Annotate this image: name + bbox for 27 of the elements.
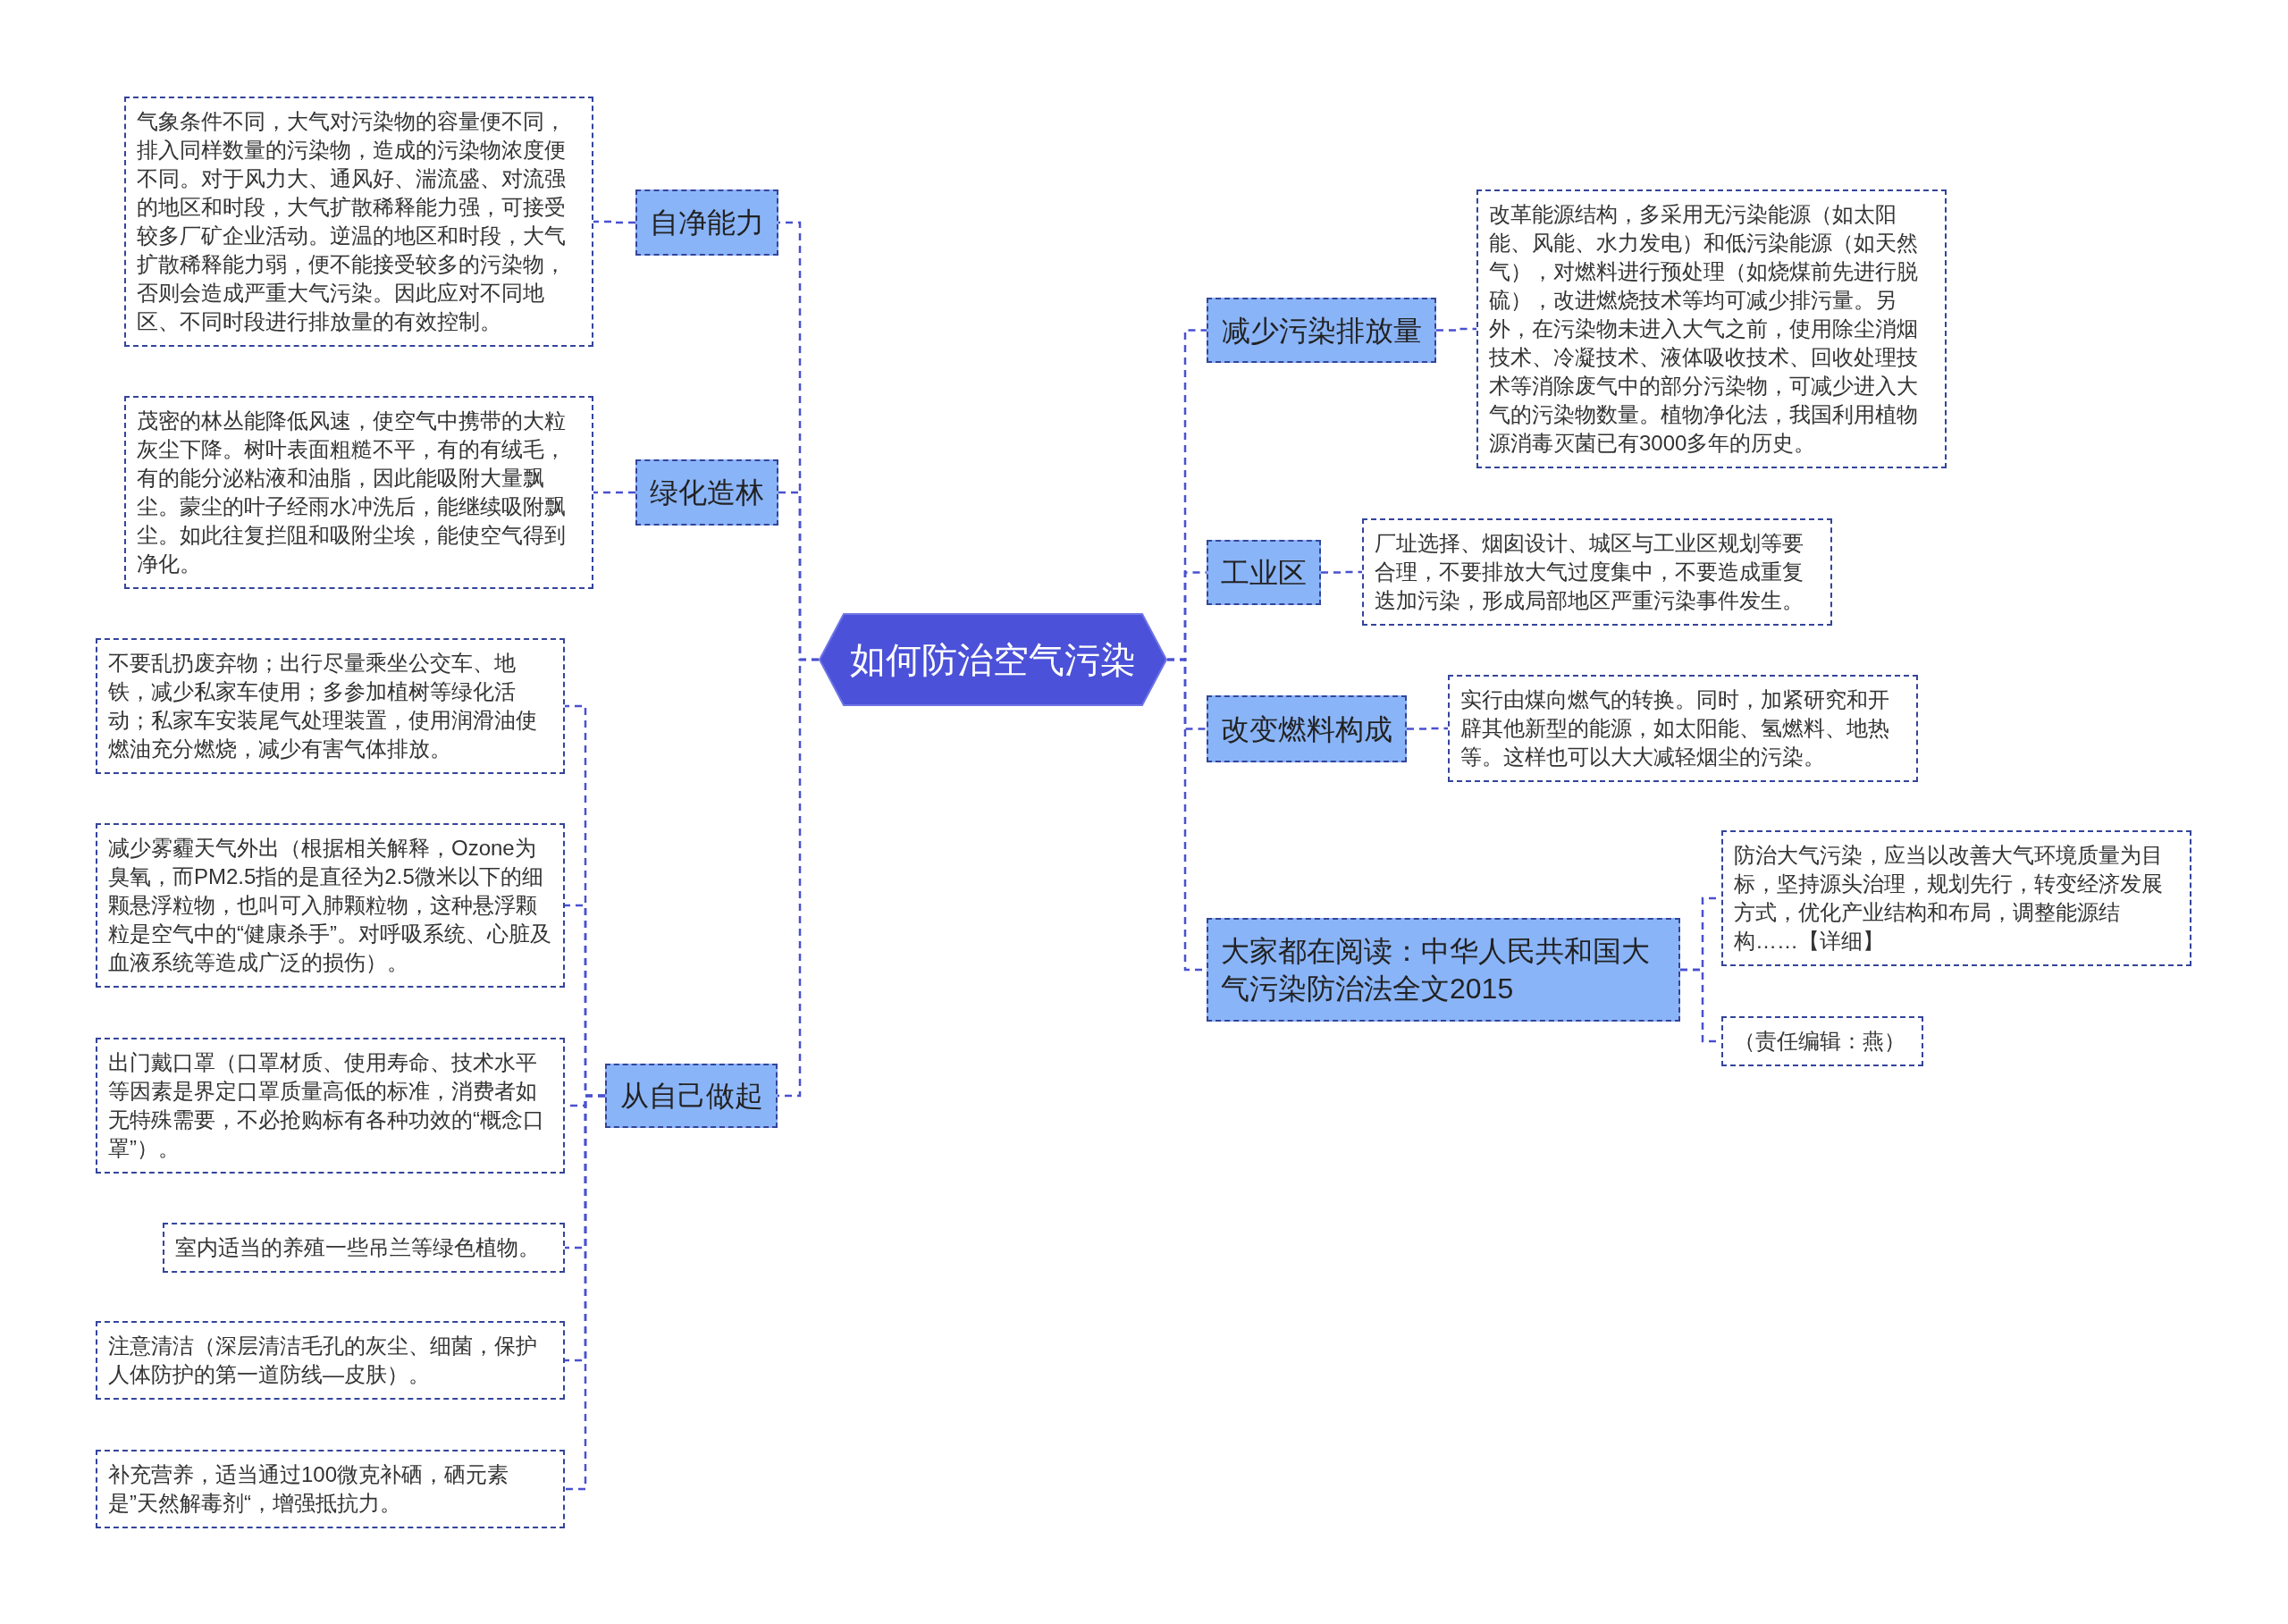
central-topic: 如何防治空气污染 <box>819 613 1167 706</box>
topic-node: 自净能力 <box>635 189 778 256</box>
topic-node: 从自己做起 <box>605 1064 778 1128</box>
topic-node: 改变燃料构成 <box>1207 695 1407 762</box>
note-card: 减少雾霾天气外出（根据相关解释，Ozone为臭氧，而PM2.5指的是直径为2.5微米以下的细颗悬浮粒物，也叫可入肺颗粒物，这种悬浮颗粒是空气中的“健康杀手”。对呼吸系统、心脏及血液系统等造成广泛的损伤）。 <box>96 823 565 988</box>
connector-line <box>1321 570 1362 574</box>
note-card: 实行由煤向燃气的转换。同时，加紧研究和开辟其他新型的能源，如太阳能、氢燃料、地热等。这样也可以大大减轻烟尘的污染。 <box>1448 675 1918 782</box>
topic-node: 绿化造林 <box>635 459 778 526</box>
note-card: 不要乱扔废弃物；出行尽量乘坐公交车、地铁，减少私家车使用；多参加植树等绿化活动；私家车安装尾气处理装置，使用润滑油使燃油充分燃烧，减少有害气体排放。 <box>96 638 565 774</box>
topic-node: 工业区 <box>1207 540 1321 605</box>
note-card: 茂密的林丛能降低风速，使空气中携带的大粒灰尘下降。树叶表面粗糙不平，有的有绒毛，有的能分泌粘液和油脂，因此能吸附大量飘尘。蒙尘的叶子经雨水冲洗后，能继续吸附飘尘。如此往复拦阻和吸附尘埃，能使空气得到净化。 <box>124 396 593 589</box>
note-card: 防治大气污染，应当以改善大气环境质量为目标，坚持源头治理，规划先行，转变经济发展方式，优化产业结构和布局，调整能源结构……【详细】 <box>1721 830 2191 966</box>
topic-node: 减少污染排放量 <box>1207 298 1436 363</box>
note-card: 厂址选择、烟囱设计、城区与工业区规划等要合理，不要排放大气过度集中，不要造成重复迭加污染，形成局部地区严重污染事件发生。 <box>1362 518 1832 626</box>
note-card: 出门戴口罩（口罩材质、使用寿命、技术水平等因素是界定口罩质量高低的标准，消费者如无特殊需要，不必抢购标有各种功效的“概念口罩”）。 <box>96 1038 565 1174</box>
note-card: 补充营养，适当通过100微克补硒，硒元素是”天然解毒剂“，增强抵抗力。 <box>96 1450 565 1528</box>
note-card: （责任编辑：燕） <box>1721 1016 1923 1066</box>
note-card: 室内适当的养殖一些吊兰等绿色植物。 <box>163 1223 565 1273</box>
connector-line <box>593 220 635 224</box>
connector-line <box>593 491 635 494</box>
connector-line <box>1407 727 1448 730</box>
note-card: 改革能源结构，多采用无污染能源（如太阳能、风能、水力发电）和低污染能源（如天然气），对燃料进行预处理（如烧煤前先进行脱硫），改进燃烧技术等均可减少排污量。另外，在污染物未进入大气之前，使用除尘消烟技术、冷凝技术、液体吸收技术、回收处理技术等消除废气中的部分污染物，可减少进入大气的污染物数量。植物净化法，我国利用植物源消毒灭菌已有3000多年的历史。 <box>1476 189 1947 468</box>
note-card: 注意清洁（深层清洁毛孔的灰尘、细菌，保护人体防护的第一道防线—皮肤）。 <box>96 1321 565 1400</box>
connector-line <box>1436 327 1476 332</box>
connector-line <box>565 1094 605 1491</box>
topic-node: 大家都在阅读：中华人民共和国大气污染防治法全文2015 <box>1207 918 1680 1022</box>
note-card: 气象条件不同，大气对污染物的容量便不同，排入同样数量的污染物，造成的污染物浓度便不同。对于风力大、通风好、湍流盛、对流强的地区和时段，大气扩散稀释能力强，可接受较多厂矿企业活动。逆温的地区和时段，大气扩散稀释能力弱，便不能接受较多的污染物，否则会造成严重大气污染。因此应对不同地区、不同时段进行排放量的有效控制。 <box>124 97 593 347</box>
